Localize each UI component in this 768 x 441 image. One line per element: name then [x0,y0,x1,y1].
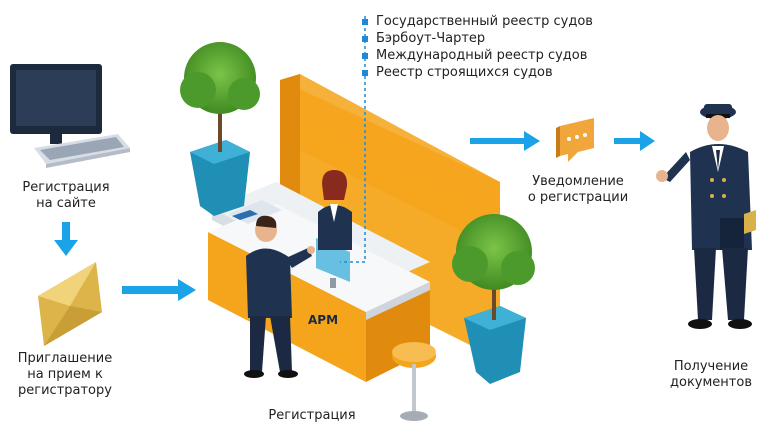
step-line: Получение [673,359,749,374]
arrow-right-3 [614,131,655,151]
registry-connector-line [340,16,366,263]
registry-item: Реестр строящихся судов [376,65,553,80]
registry-item: Бэрбоут-Чартер [376,31,486,46]
step-line: на прием к [27,367,103,382]
envelope-icon [38,262,102,346]
step-line: регистратору [18,383,112,398]
plant-icon-right [452,214,535,384]
step-line: Приглашение [17,351,113,366]
step-line: о регистрации [527,190,629,205]
arrow-down [54,222,78,256]
step-registration: Регистрация [268,408,356,423]
registry-item: Государственный реестр судов [376,14,593,29]
chat-notification-icon [556,118,594,162]
receptionist-icon [318,170,352,250]
plant-icon [180,42,260,216]
step-invitation: Приглашение на прием к регистратору [6,351,124,399]
registry-bullet [362,36,368,42]
step-line: на сайте [36,196,96,211]
registry-bullet [362,19,368,25]
arrow-icon [54,131,655,301]
registry-bullet [362,70,368,76]
stool-icon [392,342,436,421]
arrow-right-2 [470,131,540,151]
arrow-right-1 [122,279,196,301]
desk-sign: АРМ [307,313,339,327]
step-line: документов [670,375,752,390]
step-line: Уведомление [532,174,624,189]
step-notification: Уведомление о регистрации [515,174,641,206]
step-receive-documents: Получение документов [658,359,764,391]
registry-item: Международный реестр судов [376,48,588,63]
step-site-registration: Регистрация на сайте [10,180,122,212]
registry-bullet [362,53,368,59]
computer-icon [10,64,130,168]
visitor-icon [244,215,315,378]
step-line: Регистрация [22,180,110,195]
captain-icon [656,104,756,329]
